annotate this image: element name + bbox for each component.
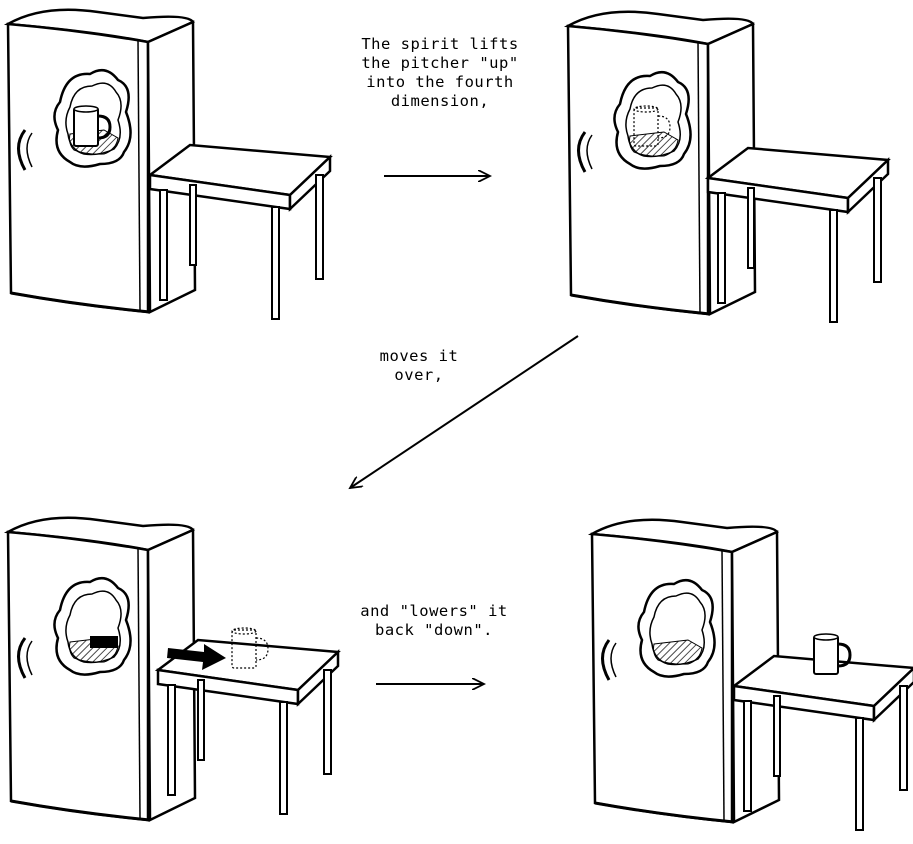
panel-top-right xyxy=(568,12,888,322)
caption-move: moves it over, xyxy=(354,347,484,385)
caption-lift: The spirit lifts the pitcher "up" into t… xyxy=(322,35,558,111)
panel-bottom-right xyxy=(592,520,913,830)
panel-top-left xyxy=(8,10,330,319)
pitcher-shadow xyxy=(90,636,118,648)
panel-bottom-left xyxy=(8,518,338,820)
caption-lower: and "lowers" it back "down". xyxy=(340,602,528,640)
